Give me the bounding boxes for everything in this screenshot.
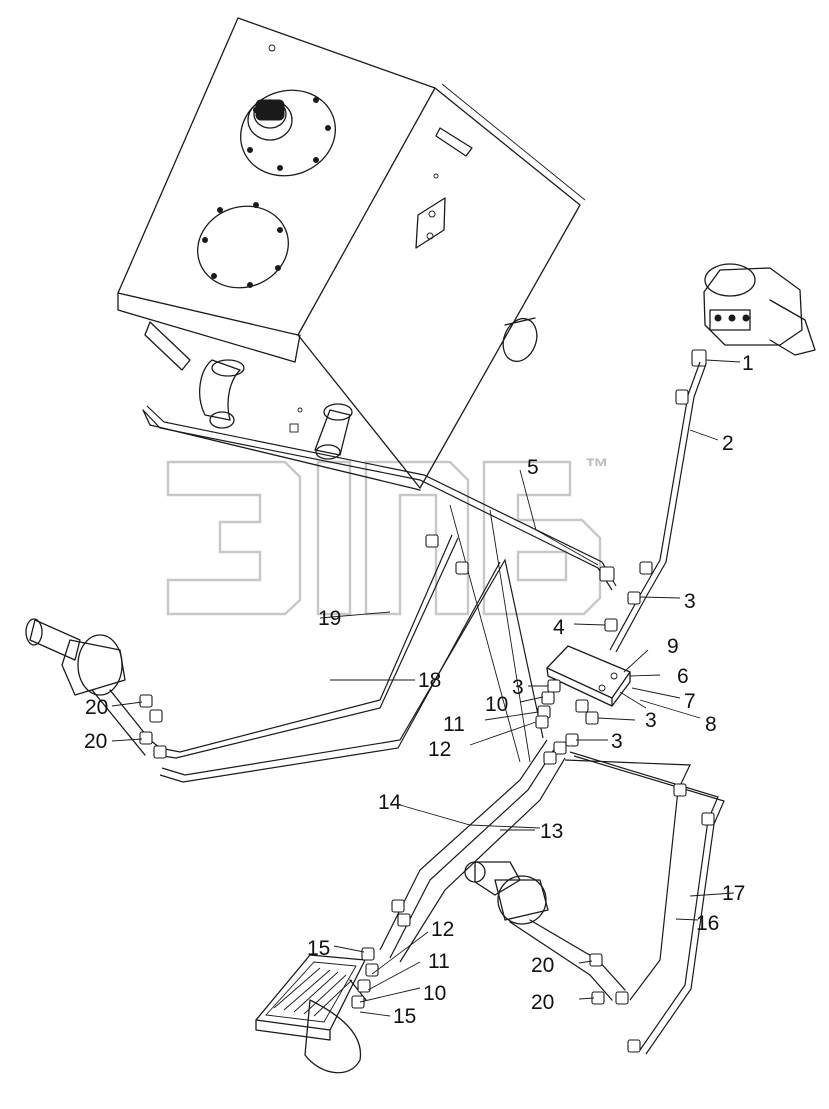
callout-12-b: 12 xyxy=(431,918,454,941)
callout-15: 15 xyxy=(307,937,330,960)
callout-20-b: 20 xyxy=(84,730,107,753)
callout-15-b: 15 xyxy=(393,1005,416,1028)
callout-13: 13 xyxy=(540,820,563,843)
hydraulic-tank xyxy=(117,17,586,491)
brake-cylinder-left xyxy=(25,618,161,756)
brake-valve xyxy=(691,263,816,367)
callout-3-c: 3 xyxy=(645,709,657,732)
callout-3-d: 3 xyxy=(611,730,623,753)
callout-14: 14 xyxy=(378,791,402,814)
callout-4: 4 xyxy=(553,616,565,639)
callout-19: 19 xyxy=(318,607,341,630)
callout-10: 10 xyxy=(485,693,508,716)
callout-2: 2 xyxy=(722,432,734,455)
callout-17: 17 xyxy=(722,882,745,905)
callout-16: 16 xyxy=(696,912,719,935)
watermark: ™ xyxy=(166,454,609,616)
callout-11: 11 xyxy=(443,713,465,736)
callout-20-d: 20 xyxy=(531,991,554,1014)
callout-12: 12 xyxy=(428,738,451,761)
callout-11-b: 11 xyxy=(428,950,450,973)
callout-8: 8 xyxy=(705,713,717,736)
brake-cylinder-right xyxy=(464,861,626,1001)
callout-9: 9 xyxy=(667,635,679,658)
callouts: 1 2 3 4 5 6 7 8 9 10 11 12 13 14 15 16 1… xyxy=(84,352,754,1028)
callout-leaders xyxy=(111,359,741,1017)
callout-3-b: 3 xyxy=(512,676,524,699)
callout-20: 20 xyxy=(85,696,108,719)
callout-20-c: 20 xyxy=(531,954,554,977)
trademark-symbol: ™ xyxy=(585,454,609,481)
callout-18: 18 xyxy=(418,669,441,692)
callout-5: 5 xyxy=(527,456,539,479)
callout-10-b: 10 xyxy=(423,982,446,1005)
distribution-block xyxy=(546,645,631,707)
brake-pedal xyxy=(255,954,367,1074)
callout-6: 6 xyxy=(677,665,689,688)
fittings xyxy=(139,389,715,1053)
callout-7: 7 xyxy=(684,690,696,713)
callout-1: 1 xyxy=(742,352,754,375)
callout-3: 3 xyxy=(684,590,696,613)
